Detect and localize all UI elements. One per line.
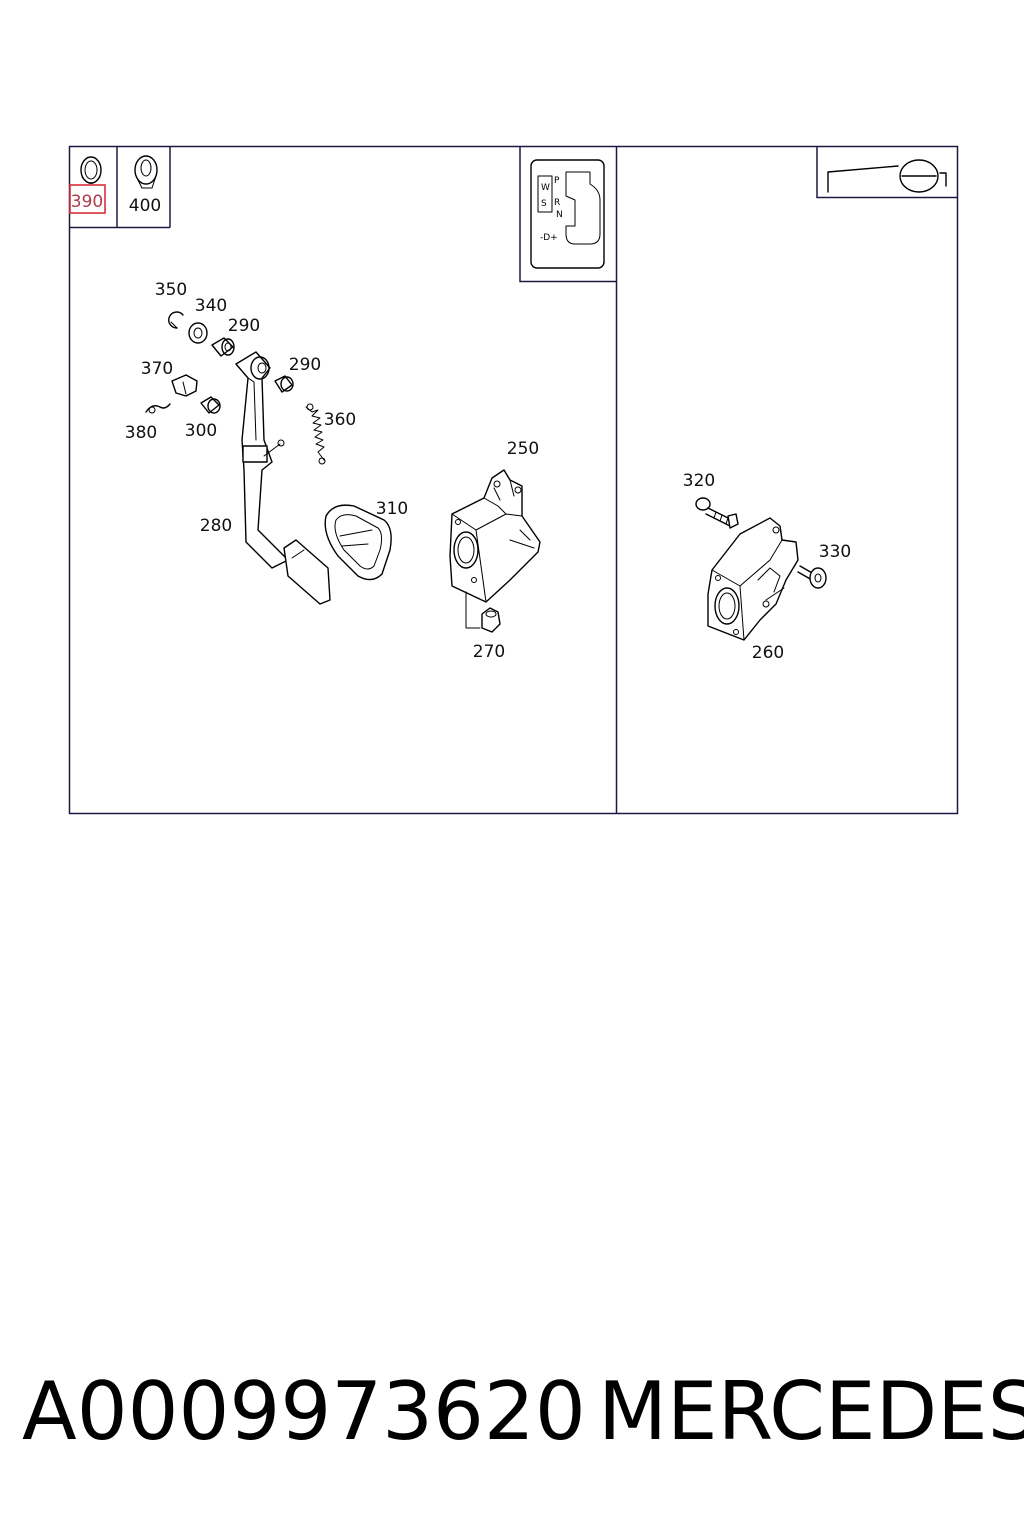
brand-name: MERCEDES (598, 1365, 1024, 1458)
part-280-pedal[interactable] (235, 351, 331, 605)
callout-370[interactable]: 370 (141, 359, 173, 379)
gear-r: R (554, 198, 560, 208)
steering-wheel-icon (816, 146, 958, 199)
callout-290-upper[interactable]: 290 (228, 316, 260, 336)
part-400-grommet[interactable] (134, 155, 158, 189)
callout-300[interactable]: 300 (185, 421, 217, 441)
callout-320[interactable]: 320 (683, 471, 715, 491)
callout-360[interactable]: 360 (324, 410, 356, 430)
gear-s: S (541, 199, 547, 209)
callout-330[interactable]: 330 (819, 542, 851, 562)
callout-250[interactable]: 250 (507, 439, 539, 459)
callout-260[interactable]: 260 (752, 643, 784, 663)
part-320-bolt[interactable] (695, 497, 739, 529)
callout-400[interactable]: 400 (129, 196, 161, 216)
gear-selector-icon: W S P R N -D+ (519, 146, 617, 283)
small-parts-cells (69, 146, 171, 229)
part-360-spring[interactable] (305, 403, 326, 465)
part-270-nut[interactable] (465, 591, 501, 633)
callout-340[interactable]: 340 (195, 296, 227, 316)
gear-n: N (556, 210, 563, 220)
diagram-frame (68, 145, 959, 815)
part-260-bracket[interactable] (707, 517, 799, 641)
part-390-seal[interactable] (80, 156, 102, 184)
part-250-bracket[interactable] (449, 469, 541, 603)
callout-290-lower[interactable]: 290 (289, 355, 321, 375)
callout-310[interactable]: 310 (376, 499, 408, 519)
part-300-bushing[interactable] (200, 396, 221, 414)
gear-p: P (554, 176, 560, 186)
gear-w: W (541, 183, 550, 193)
callout-350[interactable]: 350 (155, 280, 187, 300)
part-370-clip[interactable] (171, 374, 198, 397)
callout-390[interactable]: 390 (71, 192, 103, 212)
part-number: A0009973620 (22, 1365, 586, 1458)
part-350-circlip[interactable] (168, 311, 184, 329)
part-330-screw[interactable] (797, 565, 827, 589)
part-380-pin[interactable] (145, 403, 171, 414)
part-290-bushing-lower[interactable] (274, 375, 294, 393)
part-290-bushing-upper[interactable] (211, 337, 235, 357)
gear-d: -D+ (540, 233, 558, 243)
highlight-box-390 (69, 184, 106, 214)
callout-280[interactable]: 280 (200, 516, 232, 536)
callout-270[interactable]: 270 (473, 642, 505, 662)
part-340-washer[interactable] (188, 322, 208, 344)
callout-380[interactable]: 380 (125, 423, 157, 443)
part-310-pedal-pad[interactable] (324, 504, 392, 581)
